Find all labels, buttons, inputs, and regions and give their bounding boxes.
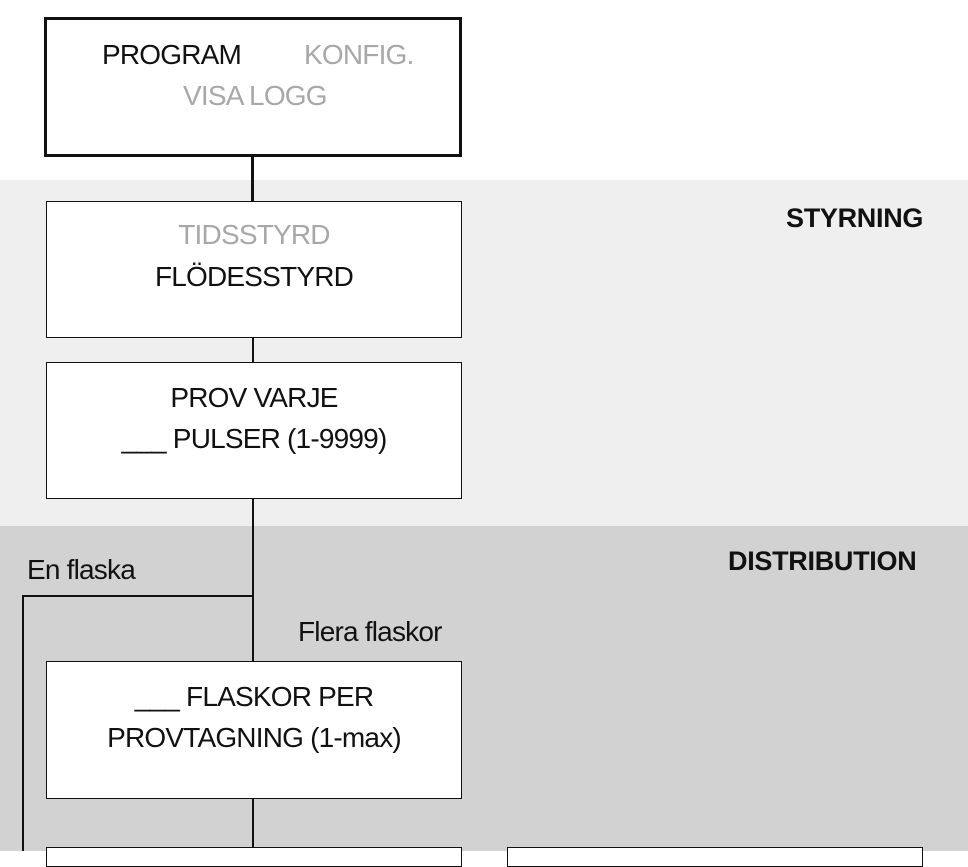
- menu-option-konfig[interactable]: KONFIG.: [304, 39, 414, 70]
- branch-label-flera-flaskor: Flera flaskor: [298, 616, 442, 647]
- section-title-styrning: STYRNING: [786, 203, 924, 233]
- menu-option-visa-logg[interactable]: VISA LOGG: [183, 80, 328, 111]
- option-flodesstyrd[interactable]: FLÖDESSTYRD: [154, 261, 354, 292]
- prov-varje-box: PROV VARJE ___ PULSER (1-9999): [46, 362, 462, 499]
- connector-flaskor-down: [252, 799, 254, 847]
- option-tidsstyrd[interactable]: TIDSSTYRD: [178, 219, 330, 250]
- connector-branch-horizontal: [22, 595, 253, 597]
- connector-prov-to-flaskor: [252, 499, 254, 661]
- styrning-option-box: TIDSSTYRD FLÖDESSTYRD: [46, 201, 462, 338]
- main-menu-box: PROGRAM KONFIG. VISA LOGG: [44, 17, 462, 157]
- connector-main-to-styr: [251, 157, 254, 201]
- flaskor-per-provtagning-box: ___ FLASKOR PER PROVTAGNING (1-max): [46, 661, 462, 799]
- flaskor-per-label[interactable]: ___ FLASKOR PER: [134, 681, 374, 712]
- pulser-input-label[interactable]: ___ PULSER (1-9999): [121, 423, 388, 454]
- section-title-distribution: DISTRIBUTION: [728, 546, 917, 576]
- menu-option-program[interactable]: PROGRAM: [102, 39, 242, 70]
- prov-varje-label: PROV VARJE: [170, 382, 338, 413]
- next-step-box-right: [507, 847, 923, 867]
- provtagning-range-label: PROVTAGNING (1-max): [107, 722, 402, 753]
- branch-label-en-flaska: En flaska: [27, 554, 136, 585]
- connector-en-flaska-down: [22, 595, 24, 851]
- connector-styr-to-prov: [252, 338, 254, 362]
- next-step-box-left: [46, 847, 462, 867]
